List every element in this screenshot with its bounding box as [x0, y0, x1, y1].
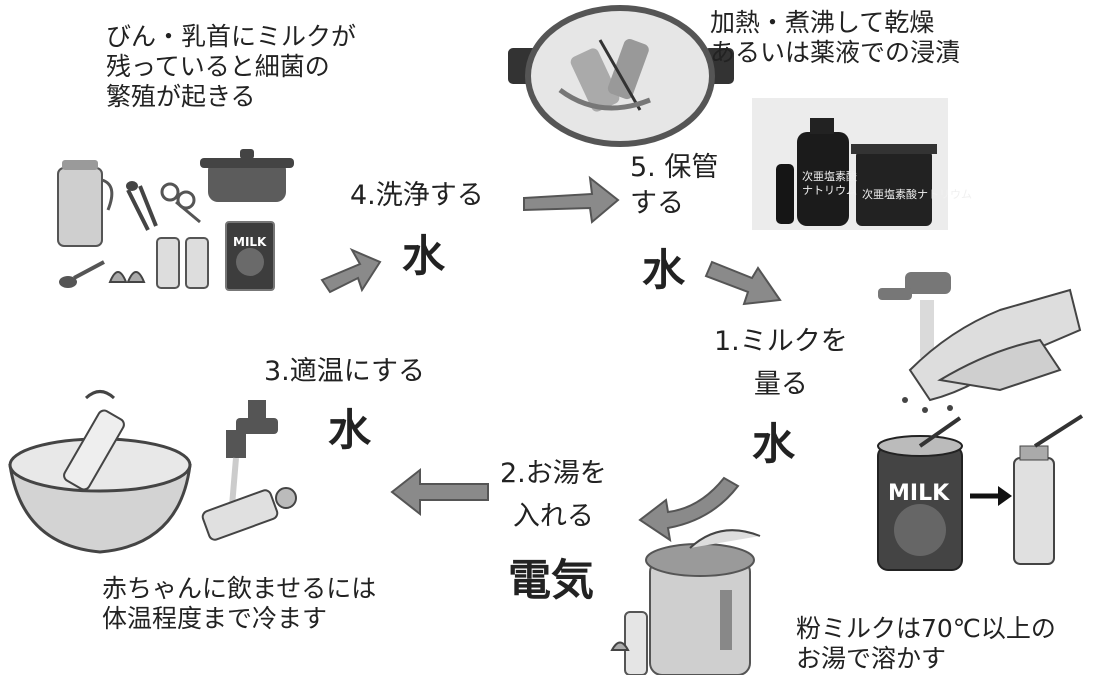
- disinfectant-products-photo: 次亜塩素酸 ナトリウム 次亜塩素酸ナトリウム: [752, 98, 972, 230]
- product-label-box: 次亜塩素酸ナトリウム: [862, 187, 972, 201]
- milk-can-label: MILK: [888, 481, 950, 506]
- note-bacteria: びん・乳首にミルクが 残っていると細菌の 繁殖が起きる: [106, 22, 357, 111]
- hand-washing-illustration: [878, 272, 1082, 413]
- step-cool-resource: 水: [328, 406, 371, 456]
- step-cool-label: 3.適温にする: [264, 356, 426, 387]
- step-pour-label: 2.お湯を 入れる: [500, 458, 607, 533]
- step-store-resource: 水: [642, 246, 685, 296]
- product-label-bottle: 次亜塩素酸 ナトリウム: [802, 169, 861, 197]
- electric-pot-illustration: [610, 529, 761, 675]
- step-measure-resource: 水: [752, 420, 795, 470]
- baby-items-illustration: MILK: [57, 149, 294, 291]
- note-powder: 粉ミルクは70℃以上の お湯で溶かす: [796, 614, 1056, 673]
- step-store-label: 5. 保管 する: [630, 152, 719, 220]
- cooling-bowl-illustration: [8, 390, 192, 554]
- faucet-cooling-illustration: [201, 400, 297, 541]
- note-cool: 赤ちゃんに飲ませるには 体温程度まで冷ます: [102, 574, 377, 633]
- milk-can-illustration: MILK: [877, 414, 1084, 571]
- step-wash-label: 4.洗浄する: [350, 180, 484, 211]
- milk-package-label: MILK: [233, 235, 267, 249]
- cycle-arrows: [320, 175, 782, 543]
- step-wash-resource: 水: [402, 232, 445, 282]
- step-pour-resource: 電気: [508, 556, 594, 606]
- note-disinfect: 加熱・煮沸して乾燥 あるいは薬液での浸漬: [710, 8, 961, 67]
- step-measure-label: 1.ミルクを 量る: [714, 326, 848, 401]
- sterilizer-pot-illustration: [508, 5, 734, 147]
